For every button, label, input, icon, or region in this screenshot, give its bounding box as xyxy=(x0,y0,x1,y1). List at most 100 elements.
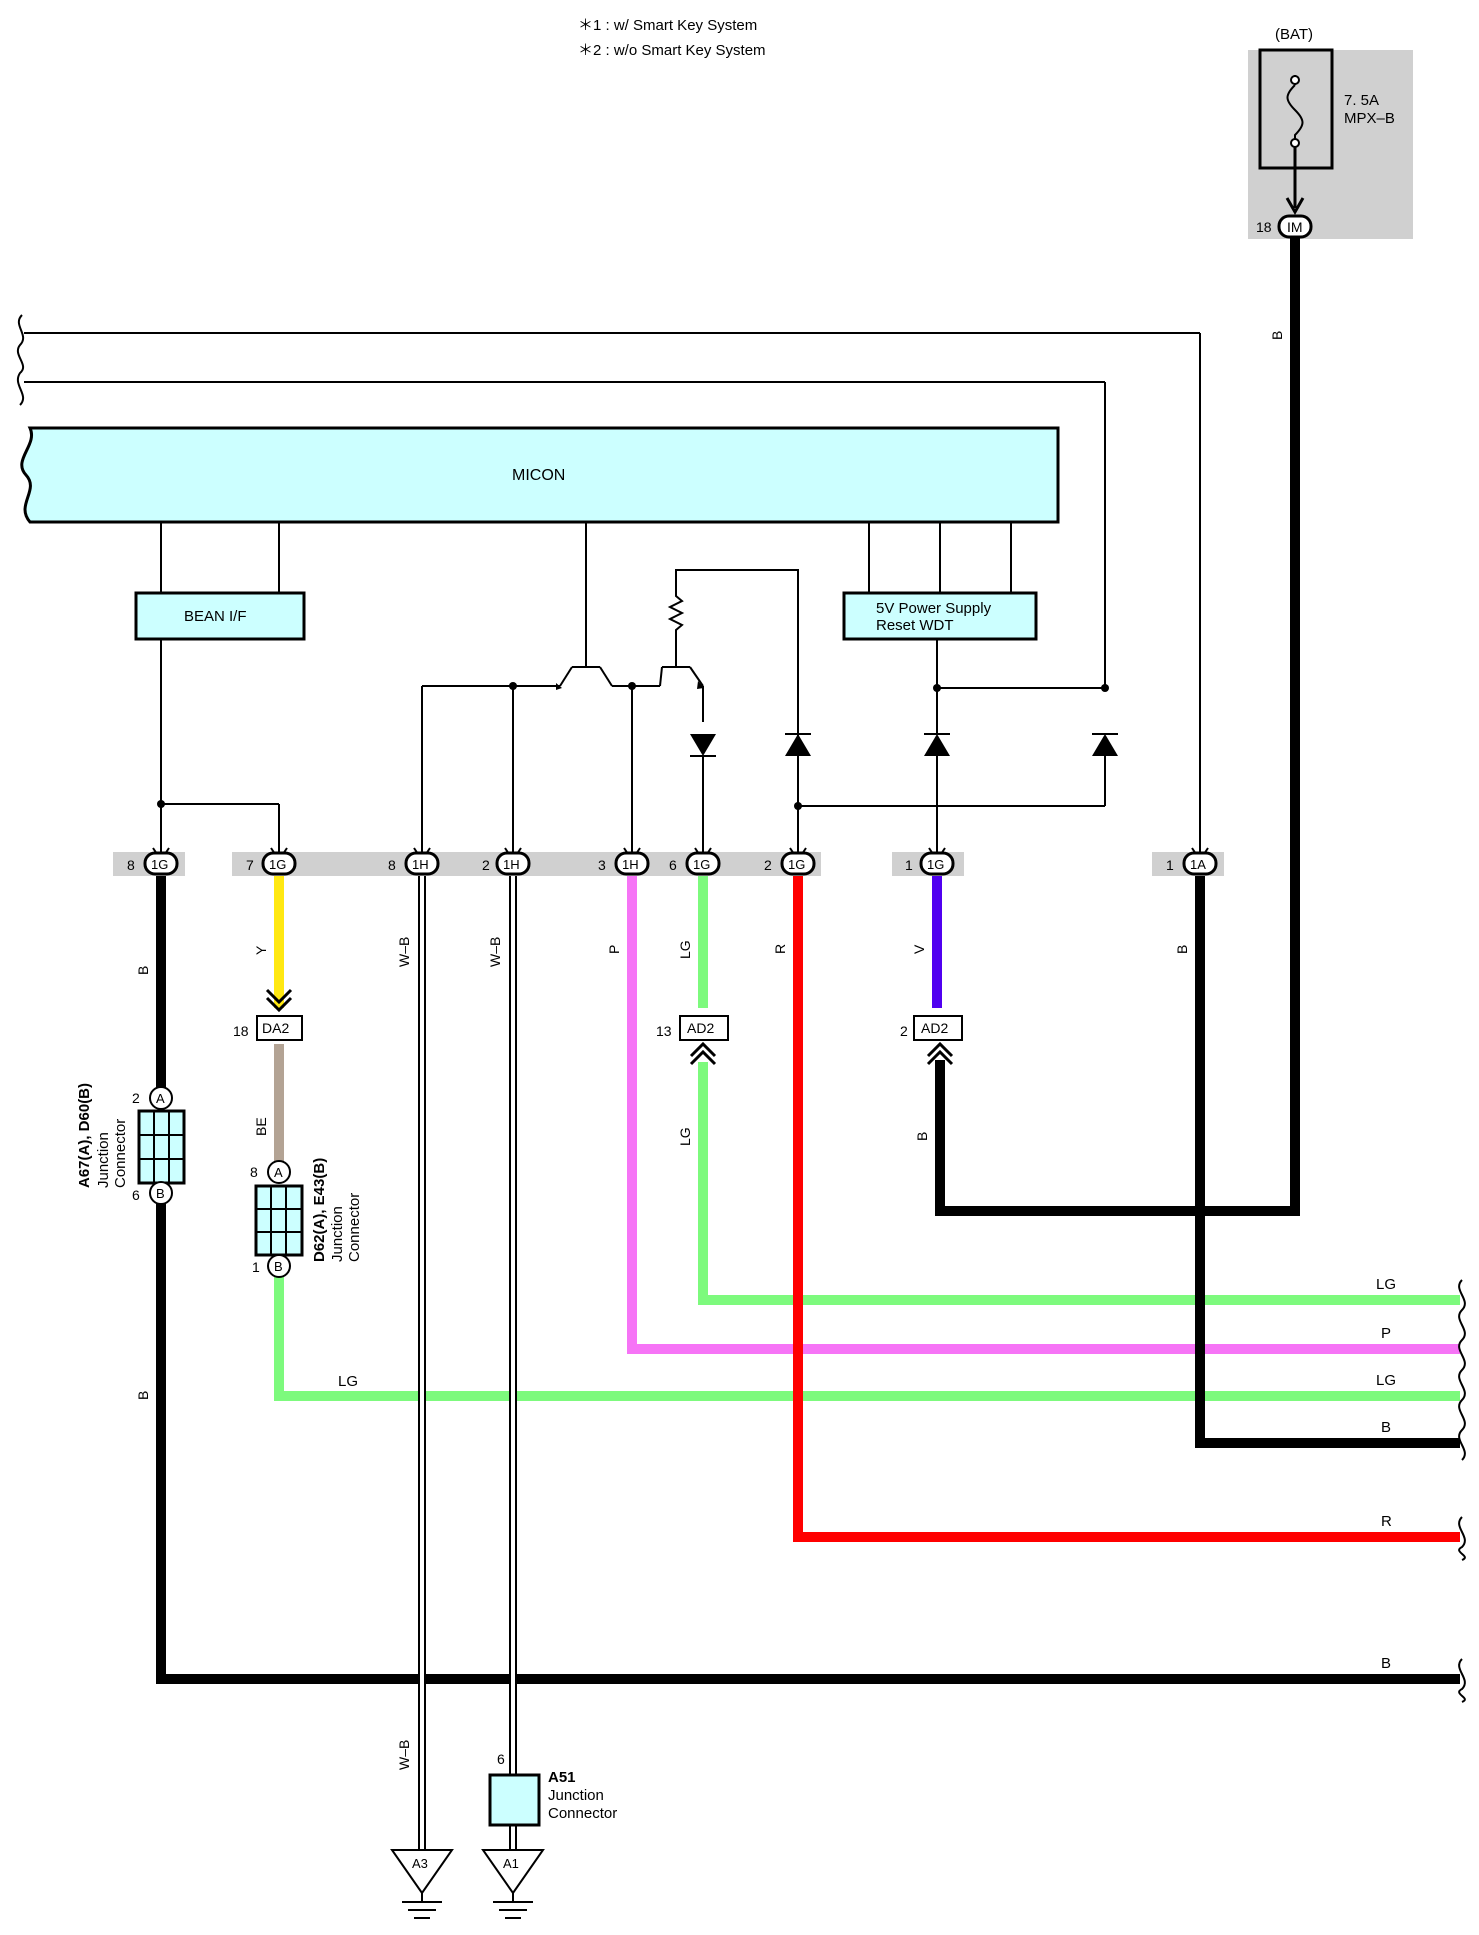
svg-text:1G: 1G xyxy=(693,857,710,872)
bean-if-label: BEAN I/F xyxy=(184,608,247,625)
svg-text:1H: 1H xyxy=(622,857,639,872)
wire-lg-junction xyxy=(274,1266,1460,1401)
svg-text:8: 8 xyxy=(127,857,135,873)
svg-text:Junction: Junction xyxy=(548,1787,604,1804)
micon-block xyxy=(20,426,1060,524)
svg-text:3: 3 xyxy=(598,857,606,873)
connector-ad2-v: 2 AD2 xyxy=(900,1015,963,1066)
svg-text:1H: 1H xyxy=(503,857,520,872)
svg-text:6: 6 xyxy=(497,1751,505,1767)
svg-text:Connector: Connector xyxy=(112,1119,129,1188)
svg-text:Junction: Junction xyxy=(95,1132,112,1188)
svg-text:A: A xyxy=(274,1165,283,1180)
diode-3 xyxy=(924,639,950,858)
psu-label-2: Reset WDT xyxy=(876,617,954,634)
svg-text:B: B xyxy=(274,1259,283,1274)
label-v: V xyxy=(911,944,927,954)
svg-text:A: A xyxy=(156,1091,165,1106)
label-lg-2: LG xyxy=(677,1127,693,1146)
pin-3-1h: 3 1H xyxy=(598,851,650,876)
note-no-smart-key: ＊2 : w/o Smart Key System xyxy=(578,42,766,59)
diode-1 xyxy=(690,734,716,858)
pin-2-1g: 2 1G xyxy=(764,851,816,876)
wire-b-bat xyxy=(935,238,1300,1216)
svg-text:B: B xyxy=(156,1186,165,1201)
svg-text:1G: 1G xyxy=(927,857,944,872)
svg-text:2: 2 xyxy=(900,1023,908,1039)
svg-text:1: 1 xyxy=(905,857,913,873)
right-label-b-1: B xyxy=(1381,1419,1391,1436)
svg-text:1G: 1G xyxy=(788,857,805,872)
svg-text:1A: 1A xyxy=(1190,857,1206,872)
svg-text:1: 1 xyxy=(252,1259,260,1275)
svg-text:DA2: DA2 xyxy=(262,1020,289,1036)
pin-8-1g: 8 1G xyxy=(127,851,179,876)
svg-text:AD2: AD2 xyxy=(687,1020,714,1036)
fuse-pin-number: 18 xyxy=(1256,219,1272,235)
label-b-ad2: B xyxy=(914,1132,930,1141)
svg-text:2: 2 xyxy=(482,857,490,873)
connector-ad2-lg: 13 AD2 xyxy=(656,1015,729,1066)
svg-text:2: 2 xyxy=(132,1090,140,1106)
junction-d62-e43: 8 A 1 B D62(A), E43(B) Junction Connecto… xyxy=(250,1158,363,1278)
svg-text:Junction: Junction xyxy=(329,1206,346,1262)
svg-text:6: 6 xyxy=(669,857,677,873)
label-b-1: B xyxy=(135,966,151,975)
svg-text:AD2: AD2 xyxy=(921,1020,948,1036)
svg-text:1: 1 xyxy=(1166,857,1174,873)
psu-label-1: 5V Power Supply xyxy=(876,600,992,617)
svg-text:Connector: Connector xyxy=(346,1193,363,1262)
wire-r xyxy=(793,876,1460,1542)
label-b-2: B xyxy=(135,1391,151,1400)
ground-a1: A1 xyxy=(481,1849,545,1919)
pin-6-1g: 6 1G xyxy=(669,851,721,876)
diode-4 xyxy=(1092,733,1118,806)
label-p: P xyxy=(606,945,622,954)
label-lg-3: LG xyxy=(338,1373,358,1390)
svg-text:8: 8 xyxy=(388,857,396,873)
transistor-circuit xyxy=(422,569,799,736)
psu-reset-block xyxy=(842,591,1038,641)
pin-7-1g: 7 1G xyxy=(246,851,297,876)
svg-text:13: 13 xyxy=(656,1023,672,1039)
svg-text:7: 7 xyxy=(246,857,254,873)
pin-2-1h: 2 1H xyxy=(482,851,531,876)
label-wb-2: W–B xyxy=(487,937,503,967)
right-label-lg-1: LG xyxy=(1376,1276,1396,1293)
wire-p xyxy=(627,876,1460,1354)
fuse-block: 7. 5A MPX–B xyxy=(1248,48,1413,239)
diode-2 xyxy=(785,733,811,858)
label-be: BE xyxy=(253,1117,269,1136)
micon-label: MICON xyxy=(512,467,565,484)
svg-text:1G: 1G xyxy=(151,857,168,872)
ground-a3: A3 xyxy=(390,1849,454,1919)
svg-text:2: 2 xyxy=(764,857,772,873)
svg-text:A1: A1 xyxy=(503,1856,519,1871)
connector-im xyxy=(1277,214,1313,239)
label-y: Y xyxy=(253,945,269,955)
svg-text:A3: A3 xyxy=(412,1856,428,1871)
label-wb-3: W–B xyxy=(396,1740,412,1770)
right-label-r: R xyxy=(1381,1513,1392,1530)
pin-1-1a: 1 1A xyxy=(1166,851,1218,876)
label-wb-1: W–B xyxy=(396,937,412,967)
svg-text:6: 6 xyxy=(132,1187,140,1203)
right-label-p: P xyxy=(1381,1325,1391,1342)
fuse-rating: 7. 5A xyxy=(1344,92,1379,109)
note-smart-key: ＊1 : w/ Smart Key System xyxy=(578,17,757,34)
svg-text:8: 8 xyxy=(250,1164,258,1180)
bat-label: (BAT) xyxy=(1275,26,1313,43)
label-b-1a: B xyxy=(1174,945,1190,954)
wire-b-ground-bus xyxy=(156,1195,1460,1684)
wavy-break-top-1 xyxy=(17,314,25,406)
fuse-name: MPX–B xyxy=(1344,110,1395,127)
right-label-lg-2: LG xyxy=(1376,1372,1396,1389)
wavy-break-right xyxy=(1458,1279,1466,1461)
svg-text:1H: 1H xyxy=(412,857,429,872)
bean-if-block xyxy=(134,591,306,641)
junction-a51: 6 A51 Junction Connector xyxy=(488,1751,617,1827)
label-lg-1: LG xyxy=(677,940,693,959)
right-label-b-2: B xyxy=(1381,1655,1391,1672)
label-b-bat: B xyxy=(1269,331,1285,340)
